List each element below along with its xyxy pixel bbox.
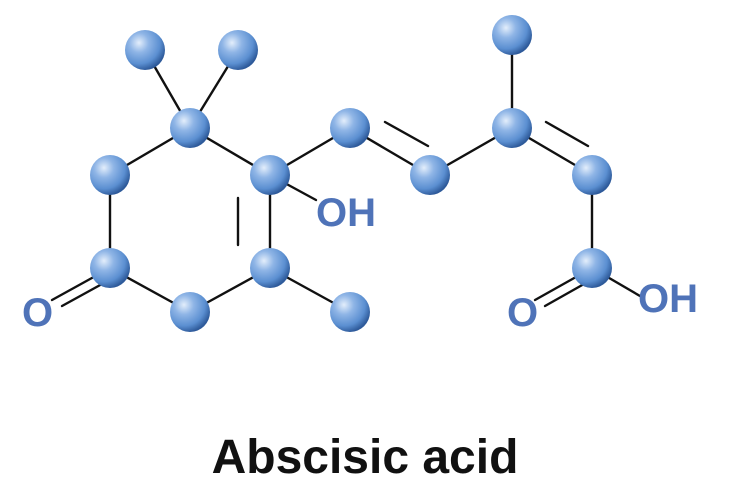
atom-c9 <box>492 108 532 148</box>
molecule-name-title: Abscisic acid <box>212 431 519 484</box>
atom-c3 <box>250 248 290 288</box>
atom-c10 <box>572 155 612 195</box>
bonds <box>50 33 642 314</box>
atom-methyl-chain <box>492 15 532 55</box>
bond-c5-o-b <box>60 282 104 308</box>
atom-c2 <box>250 155 290 195</box>
atom-c8 <box>410 155 450 195</box>
atom-c6 <box>90 155 130 195</box>
atom-c7 <box>330 108 370 148</box>
bond-c11-o-b <box>543 282 586 308</box>
atom-methyl-left <box>125 30 165 70</box>
carboxyl-hydroxyl-label: OH <box>638 277 698 321</box>
atom-c5 <box>90 248 130 288</box>
bond-c7-c8-double-inner <box>383 120 430 148</box>
ring-hydroxyl-label: OH <box>316 191 376 235</box>
bond-c9-c10-double-inner <box>544 120 590 148</box>
atom-methyl-ring <box>330 292 370 332</box>
atom-c11 <box>572 248 612 288</box>
atom-methyl-right <box>218 30 258 70</box>
carboxyl-oxygen-label: O <box>507 291 538 335</box>
ketone-oxygen-label: O <box>22 291 53 335</box>
atom-c1 <box>170 108 210 148</box>
atom-c4 <box>170 292 210 332</box>
atoms <box>90 15 612 332</box>
